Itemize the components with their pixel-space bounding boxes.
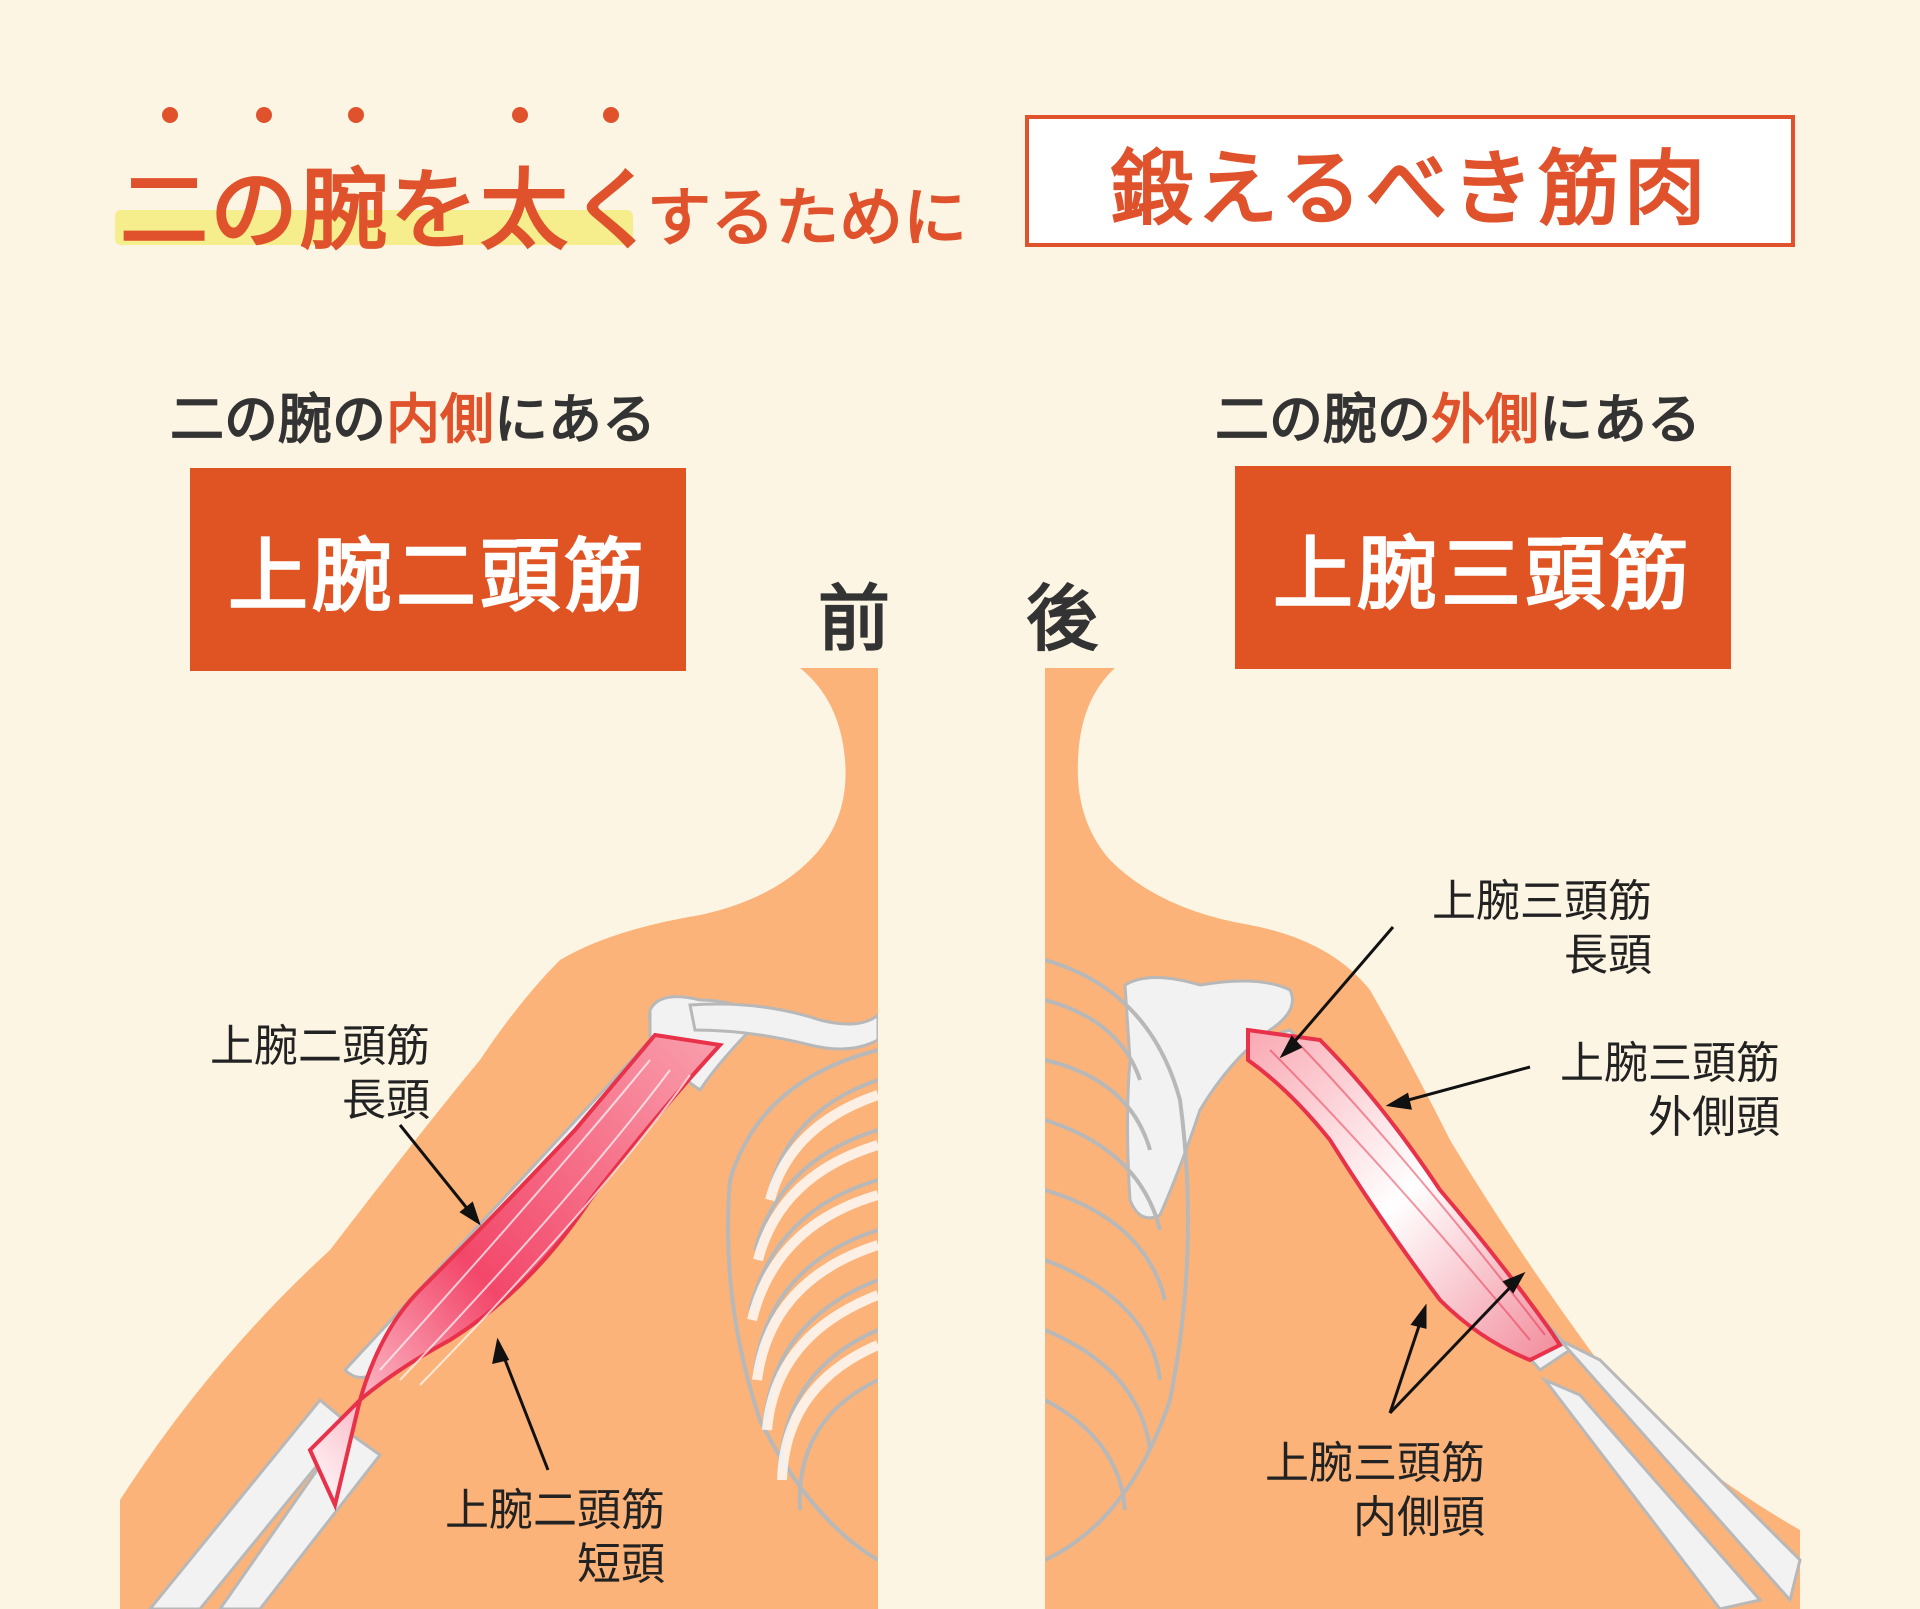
- callout-triceps-medial-head: 上腕三頭筋 内側頭: [1245, 1437, 1485, 1545]
- callout-line2: 外側頭: [1648, 1092, 1780, 1143]
- back-body-silhouette: [1045, 668, 1800, 1609]
- title-highlight: [115, 210, 633, 245]
- front-body-silhouette: [120, 668, 878, 1609]
- callout-line2: 長頭: [342, 1075, 430, 1126]
- front-heading-post: にある: [494, 388, 656, 451]
- front-heading-accent: 内側: [386, 388, 494, 451]
- back-triceps-muscle: [1246, 1027, 1563, 1363]
- front-biceps-muscle: [307, 1032, 725, 1512]
- back-view-label: 後: [1026, 577, 1099, 661]
- callout-line1: 上腕三頭筋: [1265, 1438, 1485, 1489]
- title-connector-text: するために: [647, 182, 967, 256]
- front-muscle-name-box: 上腕二頭筋: [190, 468, 686, 671]
- title-emphasis-dots: [115, 95, 635, 125]
- back-view-figure: [1044, 668, 1802, 1609]
- callout-triceps-lateral-head: 上腕三頭筋 外側頭: [1540, 1037, 1780, 1145]
- callout-line1: 上腕二頭筋: [445, 1485, 665, 1536]
- callout-line1: 上腕二頭筋: [210, 1021, 430, 1072]
- callout-triceps-long-head: 上腕三頭筋 長頭: [1412, 875, 1652, 983]
- front-heading: 二の腕の内側にある: [170, 375, 656, 454]
- title-emphasis-text: 二の腕を太く: [120, 159, 661, 262]
- callout-biceps-long-head: 上腕二頭筋 長頭: [190, 1020, 430, 1128]
- back-heading-accent: 外側: [1431, 388, 1539, 451]
- back-heading-post: にある: [1539, 388, 1701, 451]
- callout-line2: 短頭: [577, 1539, 665, 1590]
- callout-line1: 上腕三頭筋: [1432, 876, 1652, 927]
- front-heading-pre: 二の腕の: [170, 388, 386, 451]
- back-ribcage: [1044, 958, 1190, 1562]
- callout-arrows: [398, 926, 1531, 1471]
- callout-biceps-short-head: 上腕二頭筋 短頭: [425, 1484, 665, 1592]
- center-divider: [878, 668, 1045, 1609]
- title-boxed-text: 鍛えるべき筋肉: [1025, 115, 1795, 247]
- back-muscle-name-box: 上腕三頭筋: [1235, 466, 1731, 669]
- back-heading: 二の腕の外側にある: [1215, 375, 1701, 454]
- back-forearm-bones: [1540, 1338, 1802, 1609]
- callout-line2: 内側頭: [1353, 1492, 1485, 1543]
- callout-line2: 長頭: [1564, 930, 1652, 981]
- front-view-figure: [120, 668, 880, 1609]
- page-title: 二の腕を太く するために 鍛えるべき筋肉: [115, 95, 1815, 265]
- back-heading-pre: 二の腕の: [1215, 388, 1431, 451]
- front-view-label: 前: [818, 577, 891, 661]
- callout-line1: 上腕三頭筋: [1560, 1038, 1780, 1089]
